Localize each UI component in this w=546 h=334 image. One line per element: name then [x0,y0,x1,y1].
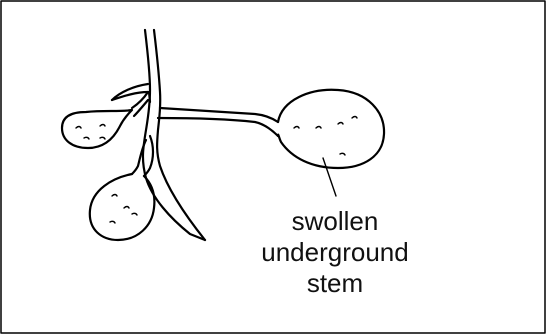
label-line-3: stem [250,268,420,299]
label-line-2: underground [250,237,420,268]
label-line-1: swollen [250,206,420,237]
swollen-underground-stem-label: swollen underground stem [250,206,420,299]
